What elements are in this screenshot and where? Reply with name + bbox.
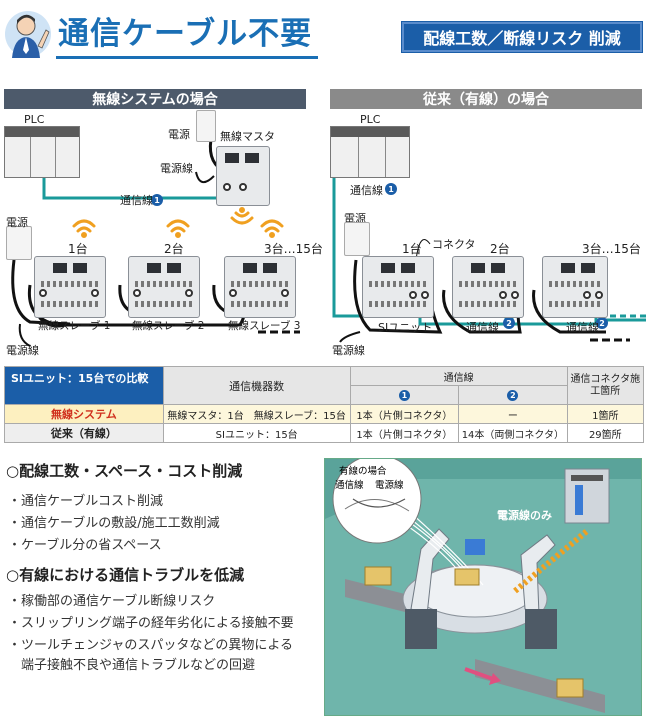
wired-comm2-label-a: 通信線 <box>466 321 499 334</box>
wireless-master-device <box>216 146 270 206</box>
cell-comm2: 14本（両側コネクタ） <box>458 423 568 443</box>
cell-connector: 29箇所 <box>566 423 645 443</box>
connector-label: コネクタ <box>432 238 476 251</box>
unit-count-1: 1台 <box>68 242 88 256</box>
wired-section-title: 従来（有線）の場合 <box>330 89 642 109</box>
col-devices: 通信機器数 <box>162 366 351 405</box>
benefit-item: ・稼働部の通信ケーブル断線リスク <box>8 594 216 609</box>
master-label: 無線マスタ <box>220 130 275 143</box>
si-unit-2 <box>452 256 524 318</box>
cell-comm2: ー <box>458 404 568 424</box>
power-supply-master <box>196 110 216 142</box>
cell-comm1: 1本（片側コネクタ） <box>349 423 460 443</box>
table-row: 従来（有線） SIユニット：15台 1本（片側コネクタ） 14本（両側コネクタ）… <box>4 423 645 443</box>
benefit-item: ・スリップリング端子の経年劣化による接触不要 <box>8 616 294 631</box>
col-comm-2: 2 <box>507 389 519 401</box>
wireless-slave-1 <box>34 256 106 318</box>
power-supply-slaves <box>6 226 32 260</box>
power-line-label-1: 電源線 <box>160 162 193 175</box>
plc-unit <box>4 126 80 178</box>
wired-comm-num-1: 1 <box>388 185 394 194</box>
wifi-icon-3 <box>260 219 284 238</box>
unit-count-2: 2台 <box>164 242 184 256</box>
power-label-1: 電源 <box>168 128 190 141</box>
table-row: 無線システム 無線マスタ：1台 無線スレーブ：15台 1本（片側コネクタ） ー … <box>4 404 645 424</box>
comm-line-label: 通信線 <box>120 194 153 207</box>
slave-label-2: 無線スレーブ 2 <box>132 320 205 332</box>
slave-label-3: 無線スレーブ 3 <box>228 320 301 332</box>
plc-label-wired: PLC <box>360 113 381 126</box>
wired-unit-count-3: 3台…15台 <box>582 242 641 256</box>
benefit-item: ・ケーブル分の省スペース <box>8 538 162 553</box>
power-supply-wired <box>344 222 370 256</box>
callout-title: 有線の場合 <box>339 466 387 477</box>
benefit-badge: 配線工数／断線リスク 削減 <box>401 21 643 53</box>
si-unit-1 <box>362 256 434 318</box>
col-comm: 通信線 <box>349 366 568 386</box>
unit-count-3: 3台…15台 <box>264 242 323 256</box>
wired-power-label: 電源 <box>344 212 366 225</box>
row-label-wired: 従来（有線） <box>4 423 164 443</box>
wireless-section-title: 無線システムの場合 <box>4 89 306 109</box>
callout-comm: 通信線 <box>335 480 364 491</box>
wired-unit-count-1: 1台 <box>402 242 422 256</box>
wired-comm-line-label: 通信線 <box>350 184 383 197</box>
presenter-avatar-icon <box>5 11 51 58</box>
power-label-2: 電源 <box>6 216 28 229</box>
robot-cell-illustration: 有線の場合 通信線 電源線 電源線のみ <box>324 458 642 716</box>
wifi-icon-master <box>230 207 254 225</box>
cell-connector: 1箇所 <box>566 404 645 424</box>
wireless-slave-2 <box>128 256 200 318</box>
cell-devices: SIユニット：15台 <box>162 423 351 443</box>
wifi-icon-2 <box>166 219 190 238</box>
page-header: 通信ケーブル不要 配線工数／断線リスク 削減 <box>0 0 649 68</box>
wireless-slave-3 <box>224 256 296 318</box>
cell-comm1: 1本（片側コネクタ） <box>349 404 460 424</box>
si-unit-3 <box>542 256 608 318</box>
comparison-table: SIユニット：15台での比較 通信機器数 通信線 通信コネクタ施工箇所 1 2 … <box>4 366 645 443</box>
wired-comm-num-2a: 2 <box>506 319 512 328</box>
cell-devices: 無線マスタ：1台 無線スレーブ：15台 <box>162 404 351 424</box>
plc-unit-wired <box>330 126 410 178</box>
si-unit-label: SIユニット <box>378 321 433 334</box>
benefit-heading-2: ○有線における通信トラブルを低減 <box>6 566 245 584</box>
col-connector: 通信コネクタ施工箇所 <box>566 366 645 405</box>
comm-num-1: 1 <box>154 196 160 205</box>
col-comm-1: 1 <box>398 389 410 401</box>
benefit-item: ・通信ケーブルコスト削減 <box>8 494 163 509</box>
wired-comm-num-2b: 2 <box>599 319 605 328</box>
wired-comm2-label-b: 通信線 <box>566 321 599 334</box>
benefit-item: 端子接触不良や通信トラブルなどの回避 <box>8 658 256 673</box>
table-title: SIユニット：15台での比較 <box>4 366 164 405</box>
wired-unit-count-2: 2台 <box>490 242 510 256</box>
benefit-item: ・ツールチェンジャのスパッタなどの異物による <box>8 638 293 653</box>
slave-label-1: 無線スレーブ 1 <box>38 320 111 332</box>
callout-power: 電源線 <box>375 480 404 491</box>
wireless-label: 電源線のみ <box>497 509 552 522</box>
row-label-wireless: 無線システム <box>4 404 164 424</box>
wired-power-line-label: 電源線 <box>332 344 365 357</box>
plc-label: PLC <box>24 113 45 126</box>
power-line-label-2: 電源線 <box>6 344 39 357</box>
benefit-item: ・通信ケーブルの敷設/施工工数削減 <box>8 516 220 531</box>
title-underline <box>56 56 318 59</box>
page-title: 通信ケーブル不要 <box>58 16 313 52</box>
benefit-heading-1: ○配線工数・スペース・コスト削減 <box>6 462 243 480</box>
wifi-icon-1 <box>72 219 96 238</box>
